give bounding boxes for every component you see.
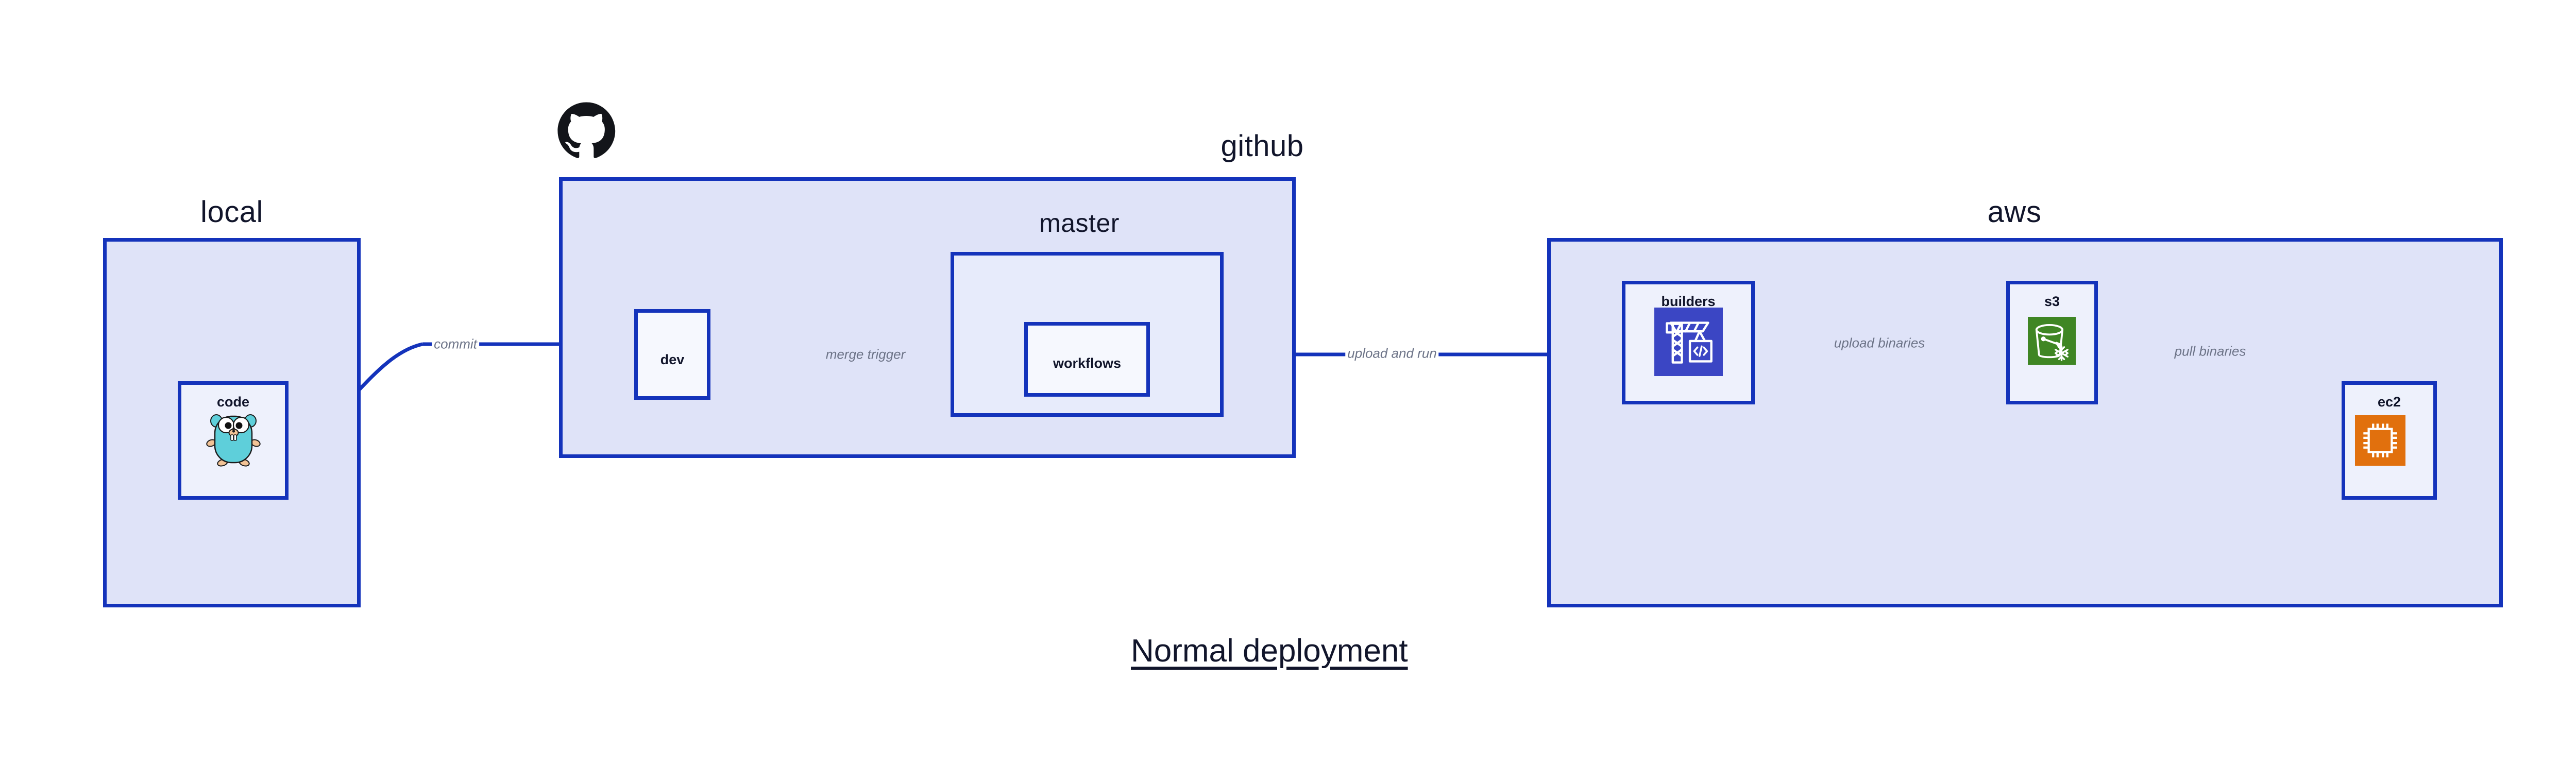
group-label-github: github <box>1221 129 1304 163</box>
group-label-aws: aws <box>1987 195 2042 229</box>
node-workflows[interactable]: workflows <box>1024 322 1150 397</box>
aws-ec2-chip-icon <box>2355 415 2405 466</box>
edge-label-pull-binaries: pull binaries <box>2172 343 2248 360</box>
group-label-master: master <box>1039 209 1120 237</box>
github-octocat-icon <box>555 101 617 163</box>
node-dev[interactable]: dev <box>634 309 710 400</box>
go-gopher-icon <box>205 406 262 467</box>
edge-label-merge-trigger: merge trigger <box>823 346 908 363</box>
aws-builders-crane-icon <box>1654 308 1723 376</box>
node-label-s3: s3 <box>2044 294 2060 309</box>
edge-label-upload-and-run: upload and run <box>1345 345 1439 362</box>
node-label-code: code <box>216 394 250 410</box>
node-label-dev: dev <box>660 352 685 367</box>
diagram-title: Normal deployment <box>1131 633 1408 669</box>
node-label-builders: builders <box>1661 294 1716 309</box>
edge-label-upload-binaries: upload binaries <box>1832 335 1927 351</box>
edge-label-commit: commit <box>432 336 479 352</box>
node-label-ec2: ec2 <box>2377 394 2401 410</box>
aws-s3-bucket-icon <box>2028 317 2076 365</box>
group-label-local: local <box>200 195 263 229</box>
node-label-workflows: workflows <box>1053 355 1122 371</box>
